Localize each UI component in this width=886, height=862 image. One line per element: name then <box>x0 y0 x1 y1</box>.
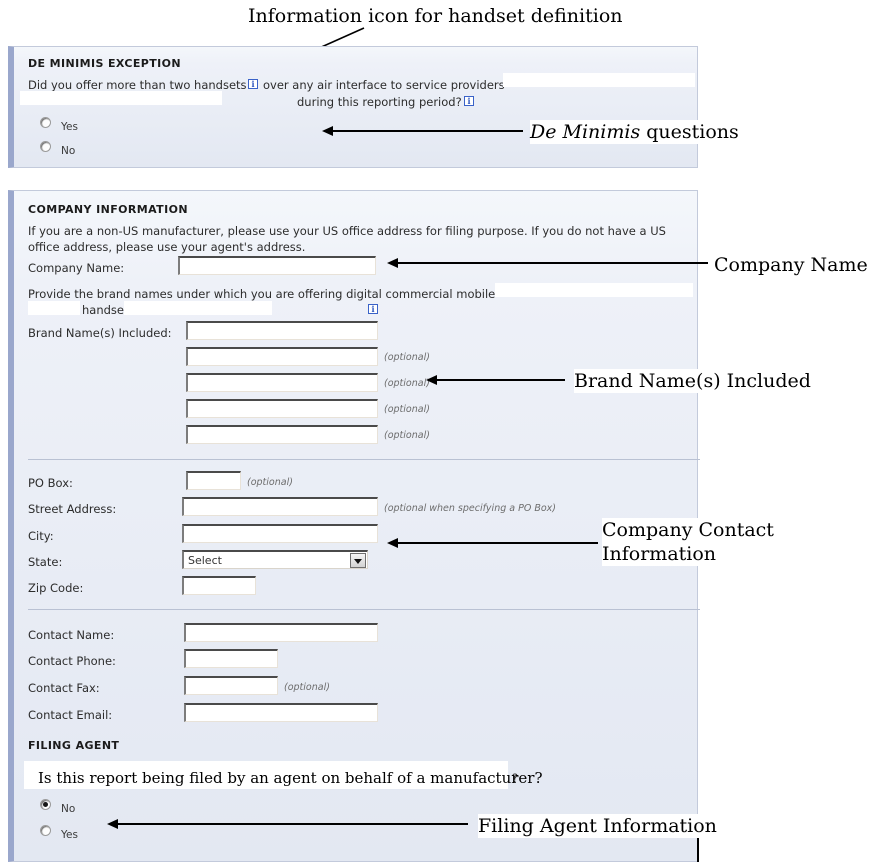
brand-name-input-5[interactable] <box>186 425 378 444</box>
annotation-filing-agent: Filing Agent Information <box>478 814 717 838</box>
contact-email-input[interactable] <box>184 703 378 722</box>
de-minimis-radio-no[interactable] <box>40 141 51 152</box>
annotation-contact-info: Company Contact Information <box>602 518 832 566</box>
state-label: State: <box>28 555 63 569</box>
brand-name-optional-4: (optional) <box>384 404 430 415</box>
annotation-leader-filing-agent <box>118 823 468 825</box>
contact-fax-label: Contact Fax: <box>28 681 100 695</box>
divider <box>28 459 700 460</box>
redaction-overlay <box>20 91 222 105</box>
filing-agent-question: Is this report being filed by an agent o… <box>38 769 543 787</box>
chevron-down-icon[interactable] <box>350 553 366 568</box>
redaction-overlay <box>503 73 695 87</box>
annotation-company-name: Company Name <box>714 253 868 277</box>
brand-name-optional-5: (optional) <box>384 430 430 441</box>
zip-code-input[interactable] <box>182 576 256 595</box>
filing-agent-question-overlay <box>24 761 508 789</box>
divider <box>28 609 700 610</box>
info-icon[interactable]: i <box>464 96 474 106</box>
contact-name-label: Contact Name: <box>28 628 115 642</box>
brand-name-input-4[interactable] <box>186 399 378 418</box>
brand-prompt-part1: Provide the brand names under which you … <box>28 287 496 301</box>
redaction-overlay <box>28 301 80 315</box>
brand-name-input-3[interactable] <box>186 373 378 392</box>
de-minimis-question-part3: during this reporting period? <box>297 95 462 109</box>
annotation-arrowhead <box>107 819 118 829</box>
state-select[interactable]: Select <box>182 550 368 569</box>
annotation-contact-info-line1: Company Contact <box>602 519 774 541</box>
company-section-title: COMPANY INFORMATION <box>28 203 188 216</box>
brand-prompt-part2: handsets <box>82 303 135 317</box>
city-input[interactable] <box>182 524 378 543</box>
de-minimis-question-part2: over any air interface to service provid… <box>263 78 505 92</box>
company-name-input[interactable] <box>178 256 376 275</box>
street-address-optional: (optional when specifying a PO Box) <box>384 503 556 514</box>
filing-agent-radio-no[interactable] <box>40 799 51 810</box>
annotation-leader-brand-names <box>437 379 565 381</box>
annotation-arrowhead <box>387 258 398 268</box>
de-minimis-radio-no-label: No <box>61 145 76 157</box>
state-select-value: Select <box>188 554 222 567</box>
de-minimis-panel: DE MINIMIS EXCEPTION Did you offer more … <box>8 46 698 168</box>
annotation-arrowhead <box>387 538 398 548</box>
de-minimis-section-title: DE MINIMIS EXCEPTION <box>28 57 182 70</box>
po-box-input[interactable] <box>186 471 241 490</box>
annotation-de-minimis: De Minimis questions <box>530 120 739 144</box>
filing-agent-radio-no-label: No <box>61 803 76 815</box>
company-name-label: Company Name: <box>28 261 125 275</box>
annotation-arrowhead <box>426 375 437 385</box>
brand-name-optional-3: (optional) <box>384 378 430 389</box>
po-box-optional: (optional) <box>247 477 293 488</box>
contact-email-label: Contact Email: <box>28 708 113 722</box>
annotation-contact-info-line2: Information <box>602 543 717 565</box>
annotation-brand-names: Brand Name(s) Included <box>574 369 811 393</box>
company-information-panel: COMPANY INFORMATION If you are a non-US … <box>8 190 700 862</box>
contact-phone-input[interactable] <box>184 649 278 668</box>
annotation-de-minimis-rest: questions <box>640 121 739 143</box>
city-label: City: <box>28 529 54 543</box>
brand-names-label: Brand Name(s) Included: <box>28 326 172 340</box>
annotation-leader-de-minimis <box>333 130 523 132</box>
contact-fax-input[interactable] <box>184 676 278 695</box>
company-intro-text: If you are a non-US manufacturer, please… <box>28 224 666 254</box>
annotation-de-minimis-italic: De Minimis <box>530 121 641 143</box>
annotation-leader-company-name <box>398 262 708 264</box>
contact-phone-label: Contact Phone: <box>28 654 116 668</box>
annotation-leader-contact-info <box>398 542 598 544</box>
info-icon[interactable]: i <box>248 79 258 89</box>
filing-agent-radio-yes-label: Yes <box>61 829 78 841</box>
zip-code-label: Zip Code: <box>28 581 84 595</box>
street-address-label: Street Address: <box>28 502 117 516</box>
brand-name-input-2[interactable] <box>186 347 378 366</box>
annotation-tick-mark <box>697 838 699 862</box>
de-minimis-radio-yes-label: Yes <box>61 121 78 133</box>
annotation-arrowhead <box>322 126 333 136</box>
filing-agent-question-tail: ? <box>512 771 519 785</box>
annotation-handset-info: Information icon for handset definition <box>248 4 623 28</box>
de-minimis-question-part1: Did you offer more than two handsets <box>28 78 247 92</box>
brand-name-optional-2: (optional) <box>384 352 430 363</box>
redaction-overlay <box>124 301 272 315</box>
contact-fax-optional: (optional) <box>284 682 330 693</box>
po-box-label: PO Box: <box>28 476 73 490</box>
filing-agent-section-title: FILING AGENT <box>28 739 120 752</box>
brand-name-input-1[interactable] <box>186 321 378 340</box>
de-minimis-radio-yes[interactable] <box>40 117 51 128</box>
contact-name-input[interactable] <box>184 623 378 642</box>
filing-agent-radio-yes[interactable] <box>40 825 51 836</box>
redaction-overlay <box>495 283 693 297</box>
info-icon[interactable]: i <box>368 304 378 314</box>
street-address-input[interactable] <box>182 497 378 516</box>
